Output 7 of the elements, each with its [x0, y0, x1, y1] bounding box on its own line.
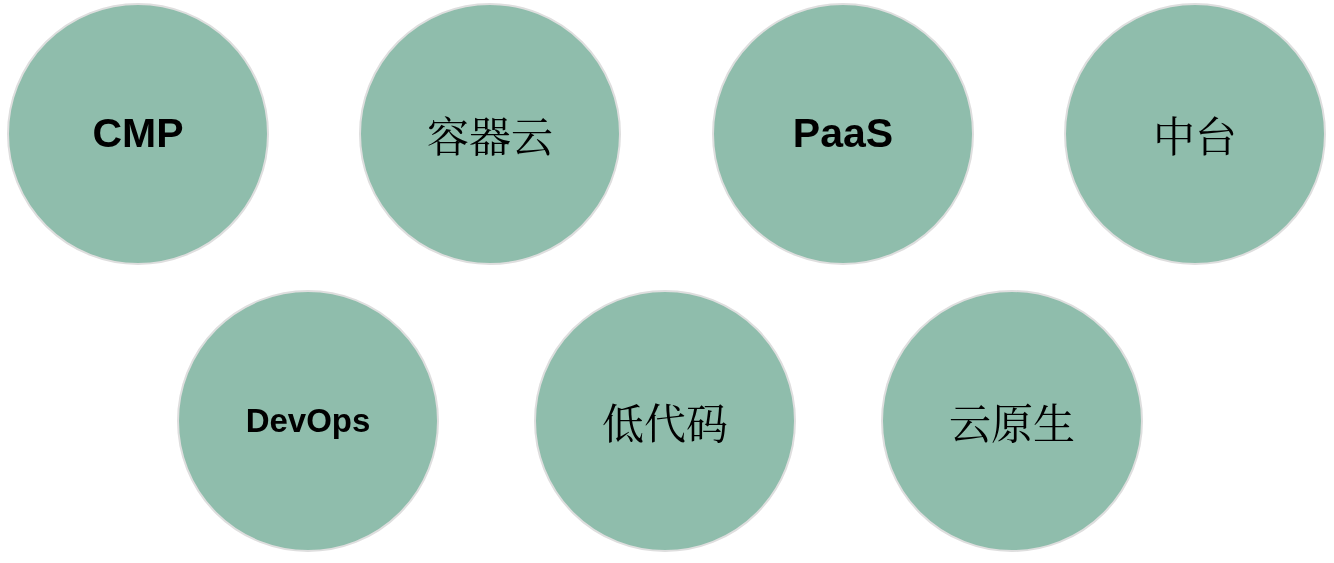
topic-label: CMP: [92, 110, 184, 158]
topic-label: PaaS: [792, 110, 894, 158]
topic-label: 低代码: [602, 396, 728, 446]
topic-label: DevOps: [245, 402, 371, 440]
topic-label: 容器云: [427, 109, 553, 159]
topic-label: 中台: [1153, 109, 1237, 159]
topic-label: 云原生: [949, 396, 1075, 446]
